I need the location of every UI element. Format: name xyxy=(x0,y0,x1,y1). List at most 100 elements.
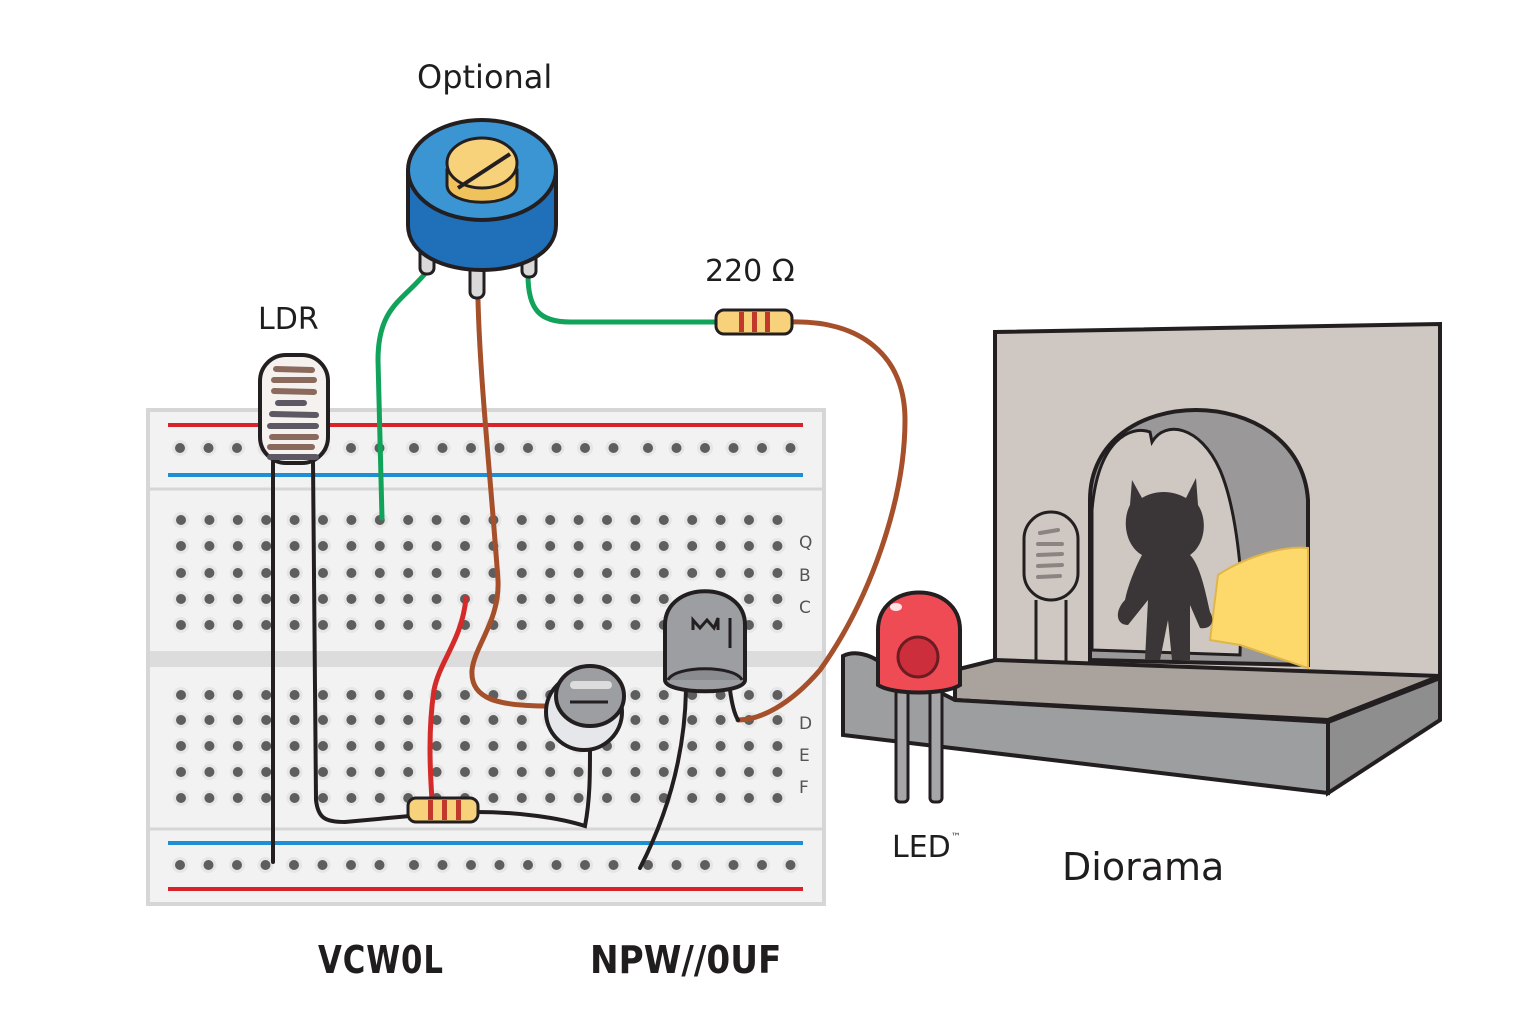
breadboard-hole xyxy=(261,741,272,751)
breadboard-hole xyxy=(289,541,300,551)
potentiometer-slot xyxy=(456,152,512,190)
breadboard-hole xyxy=(516,715,527,725)
breadboard-hole xyxy=(744,541,754,551)
black-wire-ldr-right xyxy=(311,460,412,825)
breadboard-hole xyxy=(772,741,783,751)
breadboard-hole xyxy=(346,620,357,630)
breadboard-hole xyxy=(204,568,215,578)
breadboard-hole xyxy=(602,515,612,525)
breadboard-hole xyxy=(261,568,272,578)
breadboard-hole xyxy=(516,793,527,803)
breadboard-hole xyxy=(728,860,739,870)
breadboard-hole xyxy=(232,690,243,700)
breadboard-hole xyxy=(403,594,414,604)
breadboard-hole xyxy=(175,443,185,453)
breadboard-hole xyxy=(317,860,328,870)
breadboard-hole xyxy=(318,793,328,803)
green-wire-left xyxy=(375,267,431,521)
breadboard-hole xyxy=(289,620,300,630)
breadboard-hole xyxy=(261,594,272,604)
bottom-left-label: VCW0L xyxy=(318,938,444,982)
breadboard-hole xyxy=(643,860,653,870)
breadboard-hole xyxy=(785,860,796,870)
breadboard-hole xyxy=(203,860,214,870)
breadboard-hole xyxy=(232,443,242,453)
breadboard-hole xyxy=(516,594,527,604)
breadboard-hole xyxy=(608,443,619,453)
breadboard-hole xyxy=(671,860,682,870)
breadboard-hole xyxy=(630,741,641,751)
breadboard-hole xyxy=(346,715,357,725)
breadboard-hole xyxy=(715,515,726,525)
breadboard-hole xyxy=(403,541,414,551)
breadboard-hole xyxy=(261,767,272,777)
breadboard-hole xyxy=(409,443,419,453)
breadboard-hole xyxy=(204,793,215,803)
breadboard-hole xyxy=(431,715,442,725)
breadboard-hole xyxy=(715,715,726,725)
breadboard-hole xyxy=(176,741,186,751)
breadboard-hole xyxy=(176,620,186,630)
breadboard-hole xyxy=(573,793,584,803)
breadboard-hole xyxy=(757,443,767,453)
green-wire-right xyxy=(525,272,721,325)
breadboard-hole xyxy=(318,690,328,700)
transistor xyxy=(663,589,747,694)
breadboard-hole xyxy=(772,594,783,604)
breadboard-hole xyxy=(488,715,499,725)
breadboard-hole xyxy=(318,767,328,777)
breadboard-hole xyxy=(700,443,710,453)
breadboard-hole xyxy=(545,767,556,777)
breadboard-hole xyxy=(658,541,669,551)
row-label: Q xyxy=(799,533,813,553)
breadboard-hole xyxy=(289,860,299,870)
row-label: E xyxy=(799,746,810,766)
brown-wire-resistor-to-transistor xyxy=(735,319,908,723)
breadboard-hole xyxy=(687,541,698,551)
breadboard-hole xyxy=(289,690,300,700)
breadboard-hole xyxy=(175,860,185,870)
resistor-value-label: 220 Ω xyxy=(705,254,795,289)
breadboard-hole xyxy=(545,793,556,803)
breadboard-hole xyxy=(431,767,442,777)
breadboard-hole xyxy=(573,568,584,578)
breadboard-hole xyxy=(580,443,590,453)
breadboard-hole xyxy=(289,767,300,777)
breadboard-hole xyxy=(744,690,754,700)
breadboard-hole xyxy=(374,741,385,751)
breadboard-hole xyxy=(545,620,556,630)
breadboard-hole xyxy=(204,515,215,525)
breadboard-hole xyxy=(466,443,476,453)
breadboard-hole xyxy=(744,594,754,604)
breadboard-hole xyxy=(671,443,682,453)
breadboard-hole xyxy=(460,515,470,525)
breadboard-hole xyxy=(346,515,357,525)
resistor-220 xyxy=(714,308,794,336)
breadboard-hole xyxy=(516,568,527,578)
row-label: B xyxy=(799,566,811,586)
breadboard-hole xyxy=(176,690,186,700)
breadboard-hole xyxy=(289,741,300,751)
breadboard-hole xyxy=(176,515,186,525)
breadboard-hole xyxy=(374,541,385,551)
breadboard-hole xyxy=(687,515,698,525)
breadboard-hole xyxy=(687,715,698,725)
breadboard-hole xyxy=(658,715,669,725)
breadboard-hole xyxy=(494,860,505,870)
breadboard-hole xyxy=(772,715,783,725)
breadboard-hole xyxy=(466,860,476,870)
breadboard-hole xyxy=(516,741,527,751)
breadboard-hole xyxy=(460,741,470,751)
row-label: C xyxy=(799,598,811,618)
breadboard-hole xyxy=(176,568,186,578)
breadboard-hole xyxy=(176,594,186,604)
breadboard-hole xyxy=(602,767,612,777)
breadboard-hole xyxy=(403,690,414,700)
breadboard-hole xyxy=(346,690,357,700)
ldr xyxy=(258,353,330,465)
breadboard-hole xyxy=(573,541,584,551)
resistor-lower xyxy=(406,796,480,824)
breadboard-hole xyxy=(687,793,698,803)
breadboard-hole xyxy=(318,741,328,751)
breadboard-hole xyxy=(744,568,754,578)
